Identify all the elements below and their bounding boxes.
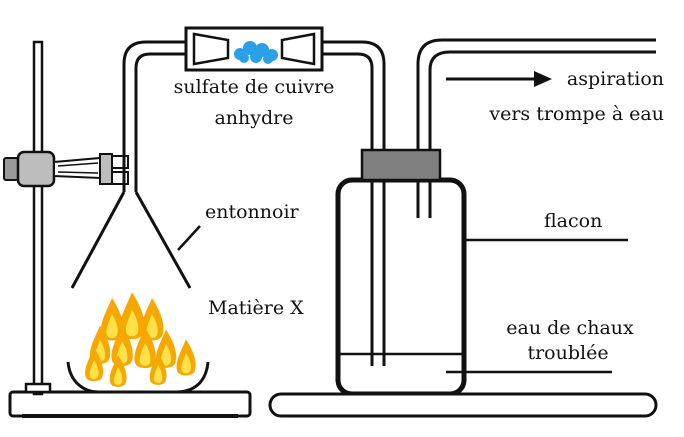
- entonnoir-leader: [177, 225, 201, 251]
- copper-sulfate-crystals: [234, 41, 278, 64]
- label-flacon: flacon: [544, 210, 602, 232]
- lab-stand: [3, 40, 252, 418]
- flask-stopper: [360, 148, 442, 182]
- drying-tube-right-plug: [280, 32, 316, 66]
- clamp-arm: [53, 156, 101, 180]
- label-vers-trompe: vers trompe à eau: [488, 103, 664, 125]
- flask: [335, 148, 467, 397]
- label-eau-de-chaux: eau de chaux: [506, 317, 634, 339]
- stand-base-foot: [22, 414, 238, 418]
- label-sulfate-line2: anhydre: [214, 107, 293, 129]
- drying-tube-left-plug: [192, 32, 230, 66]
- flask-body: [335, 177, 467, 397]
- clamp-jaw: [99, 153, 113, 185]
- label-matiere-x: Matière X: [208, 297, 304, 319]
- stand-rod-foot: [24, 382, 52, 394]
- stand-base: [8, 390, 252, 418]
- drying-tube: [184, 26, 324, 72]
- clamp-screw: [3, 157, 19, 181]
- burning-matter: [66, 292, 210, 394]
- aspiration-arrow: [446, 71, 552, 87]
- bench: [268, 392, 658, 418]
- stand-rod: [32, 40, 44, 396]
- glass-tubing: [122, 38, 656, 366]
- clamp-boss-head: [16, 150, 56, 188]
- funnel: [70, 160, 192, 289]
- label-troublee: troublée: [527, 342, 608, 364]
- label-sulfate-line1: sulfate de cuivre: [174, 76, 335, 98]
- label-aspiration: aspiration: [567, 68, 664, 90]
- label-entonnoir: entonnoir: [205, 201, 300, 223]
